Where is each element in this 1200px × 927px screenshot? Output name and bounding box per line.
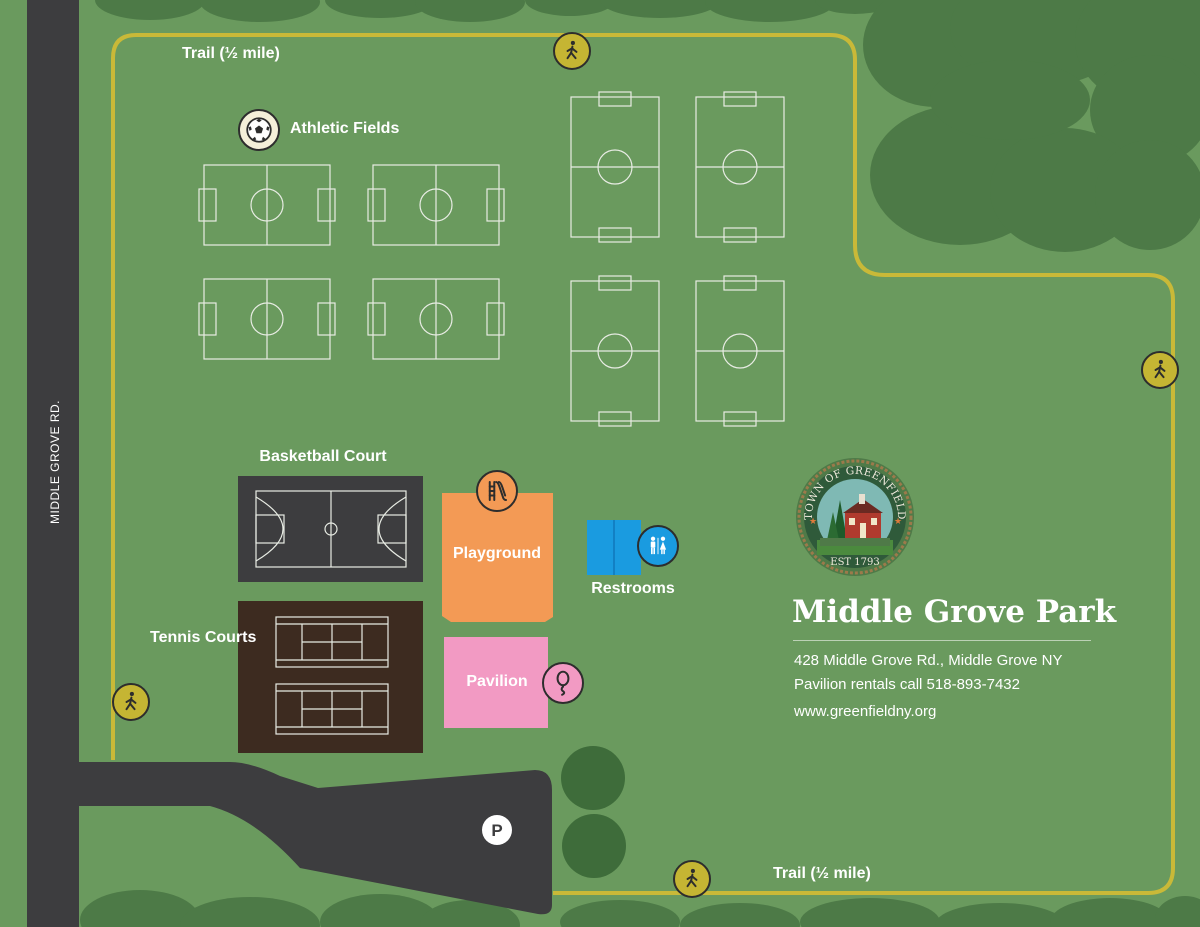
tree-canopy-right (863, 0, 1200, 252)
svg-text:★: ★ (894, 516, 902, 526)
trail-label-top: Trail (½ mile) (182, 45, 280, 62)
hiker-icon (112, 683, 150, 721)
restrooms-label: Restrooms (591, 580, 675, 597)
pavilion-rentals: Pavilion rentals call 518-893-7432 (794, 676, 1020, 693)
playground-area (442, 493, 553, 622)
trail-label-bottom: Trail (½ mile) (773, 865, 871, 882)
seal-bottom-text: EST 1793 (830, 557, 879, 568)
basketball-court-label: Basketball Court (259, 448, 387, 465)
hiker-icon (1141, 351, 1179, 389)
town-seal: ★ ★ (796, 458, 914, 576)
restroom-icon (637, 525, 679, 567)
balloon-icon (542, 662, 584, 704)
svg-text:P: P (491, 821, 502, 840)
walking-trail (111, 33, 1175, 895)
park-address: 428 Middle Grove Rd., Middle Grove NY (794, 652, 1063, 669)
hiker-icon (673, 860, 711, 898)
tennis-courts-label: Tennis Courts (150, 629, 257, 646)
pavilion-label: Pavilion (466, 673, 528, 690)
basketball-court (238, 476, 423, 582)
parking-lot (78, 762, 552, 915)
athletic-fields-label: Athletic Fields (290, 120, 400, 137)
road (27, 0, 79, 927)
park-name-divider (793, 640, 1091, 641)
pavilion-area (444, 637, 548, 728)
tree-canopy-bottom (80, 890, 1200, 927)
road-label: MIDDLE GROVE RD. (48, 399, 62, 525)
shrub (561, 746, 626, 878)
parking-icon: P (482, 815, 512, 845)
soccer-fields (198, 91, 785, 427)
playground-label: Playground (452, 545, 542, 562)
tree-canopy-top (95, 0, 895, 22)
park-name: Middle Grove Park (792, 594, 1117, 630)
svg-text:★: ★ (809, 516, 817, 526)
tennis-courts (238, 601, 423, 753)
park-website[interactable]: www.greenfieldny.org (794, 703, 937, 720)
slide-icon (476, 470, 518, 512)
hiker-icon (553, 32, 591, 70)
soccer-ball-icon (238, 109, 280, 151)
